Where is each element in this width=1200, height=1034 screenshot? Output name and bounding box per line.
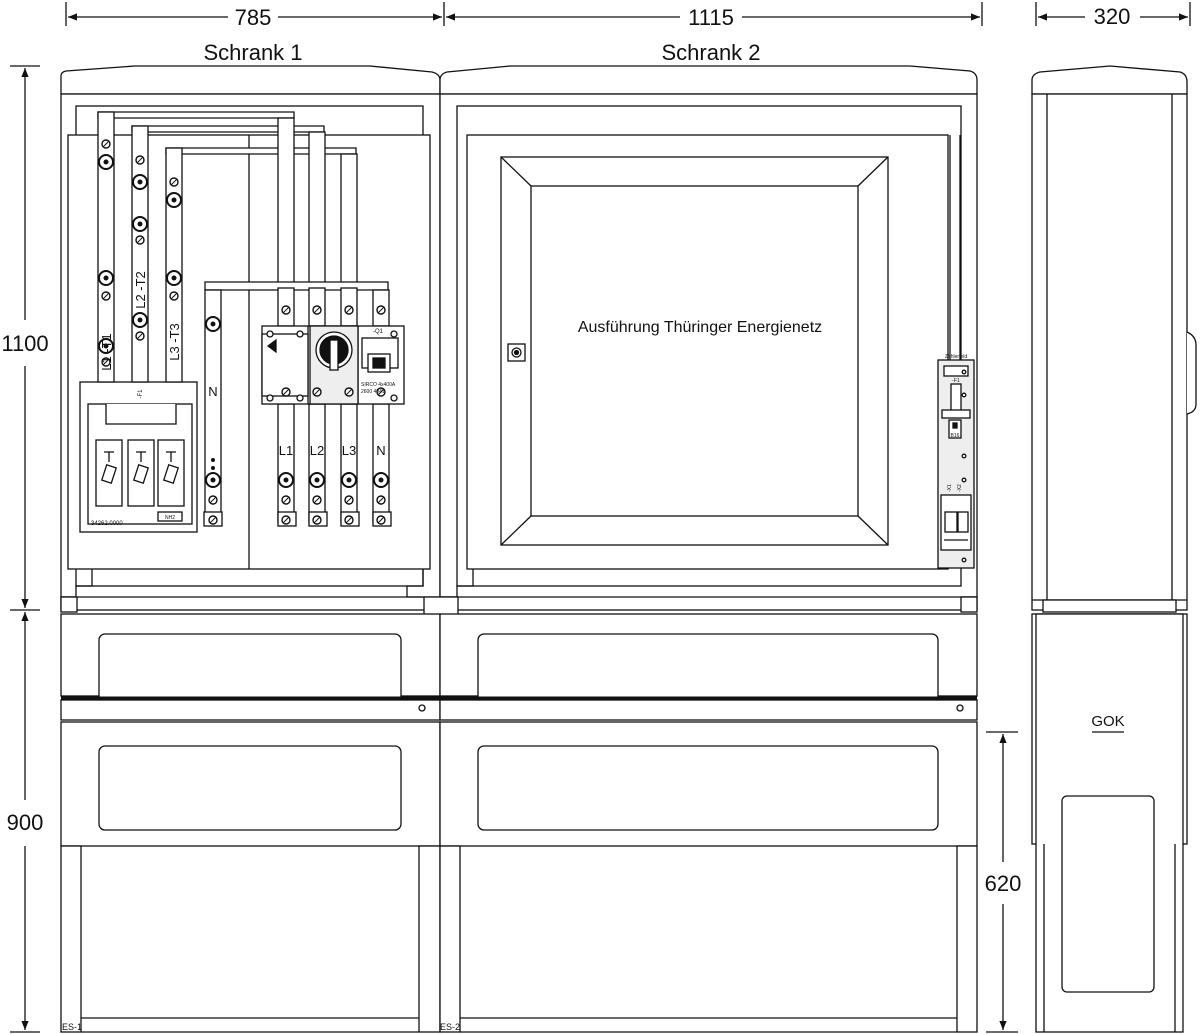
cabinet-2-door: [500, 156, 889, 546]
switch-type: SIRCO 4x400A: [361, 382, 396, 388]
screw-slot: [314, 517, 320, 523]
screw-slot: [346, 389, 352, 395]
screw-slot: [378, 307, 384, 313]
screw-slot: [314, 389, 320, 395]
screw-slot: [346, 307, 352, 313]
busbar-label-l1: L1 -T1: [99, 333, 114, 371]
terminal-screws: [98, 139, 389, 525]
cabinet-1-lower: [60, 613, 441, 1033]
door-lock-icon[interactable]: [507, 343, 526, 362]
output-labels: L1 L2 L3 N: [279, 443, 386, 458]
dim-depth: 320: [1094, 4, 1131, 29]
screw-slot: [103, 141, 109, 147]
foot-label-cabinet-2: ES-2: [440, 1022, 460, 1032]
screw-slot: [171, 293, 177, 299]
screw-slot: [103, 359, 109, 365]
door-note: Ausführung Thüringer Energienetz: [578, 319, 822, 336]
screw-slot: [378, 497, 384, 503]
dim-width-cabinet1: 785: [235, 5, 272, 30]
dim-height-lower: 900: [7, 810, 44, 835]
terminal-screw-center: [103, 343, 109, 349]
side-panel-rating: B16: [951, 433, 960, 439]
terminal-screw-center: [103, 159, 109, 165]
side-panel-x1: -X1: [947, 484, 953, 492]
screw-slot: [283, 517, 289, 523]
side-panel-x2: -X2: [957, 484, 963, 492]
busbar-label-neutral: N: [208, 384, 217, 399]
screw-slot: [210, 517, 216, 523]
meter-side-panel: [937, 135, 975, 569]
fuse-part-number: 34262.0000: [91, 521, 123, 527]
terminal-screw-center: [283, 477, 289, 483]
terminal-screw-center: [378, 477, 384, 483]
screw-slot: [314, 307, 320, 313]
foot-label-cabinet-1: ES-1: [62, 1022, 82, 1032]
fuse-size: NH2: [165, 515, 175, 521]
screw-slot: [137, 333, 143, 339]
terminal-screw-center: [103, 275, 109, 281]
terminal-screw-center: [137, 317, 143, 323]
indicator-dot: [211, 458, 215, 462]
terminal-screw-center: [137, 221, 143, 227]
output-label-n: N: [376, 443, 385, 458]
terminal-screw-center: [314, 477, 320, 483]
title-cabinet-2: Schrank 2: [661, 40, 760, 65]
dim-height-upper: 1100: [1, 331, 48, 356]
dim-height-ground: 620: [985, 871, 1022, 896]
output-label-l1: L1: [279, 443, 293, 458]
title-cabinet-1: Schrank 1: [203, 40, 302, 65]
cabinet-2-lower: [439, 613, 978, 1033]
switch-tag: -Q1: [373, 329, 384, 335]
busbar-label-l2: L2 -T2: [133, 271, 148, 309]
terminal-screw-center: [210, 477, 216, 483]
fuse-switch-f1: [79, 381, 198, 533]
side-view: [1031, 65, 1197, 1033]
ground-level-label: GOK: [1091, 713, 1124, 730]
side-panel-top-label: Zählerfeld: [945, 354, 967, 360]
dimension-labels: 785 1115 320 1100 900 620: [1, 4, 1130, 896]
output-label-l3: L3: [342, 443, 356, 458]
screw-slot: [171, 179, 177, 185]
terminal-screw-center: [171, 275, 177, 281]
terminal-screw-center: [346, 477, 352, 483]
screw-slot: [137, 237, 143, 243]
terminal-screw-center: [171, 197, 177, 203]
screw-slot: [314, 497, 320, 503]
screw-slot: [283, 389, 289, 395]
terminal-screw-center: [137, 179, 143, 185]
terminal-screw-center: [210, 321, 216, 327]
output-label-l2: L2: [310, 443, 324, 458]
fuse-tag: -F1: [138, 389, 144, 399]
screw-slot: [103, 293, 109, 299]
screw-slot: [346, 517, 352, 523]
busbar-label-l3: L3 -T3: [167, 323, 182, 361]
dim-width-cabinet2: 1115: [688, 5, 734, 30]
screw-slot: [346, 497, 352, 503]
screw-slot: [283, 497, 289, 503]
side-panel-f1-label: -F1: [952, 378, 960, 384]
screw-slot: [378, 517, 384, 523]
screw-slot: [283, 307, 289, 313]
switch-article: 2600 4041: [361, 389, 385, 395]
dimension-lines: [10, 2, 1191, 1033]
screw-slot: [210, 497, 216, 503]
screw-slot: [378, 389, 384, 395]
indicator-dot: [211, 466, 215, 470]
screw-slot: [137, 157, 143, 163]
